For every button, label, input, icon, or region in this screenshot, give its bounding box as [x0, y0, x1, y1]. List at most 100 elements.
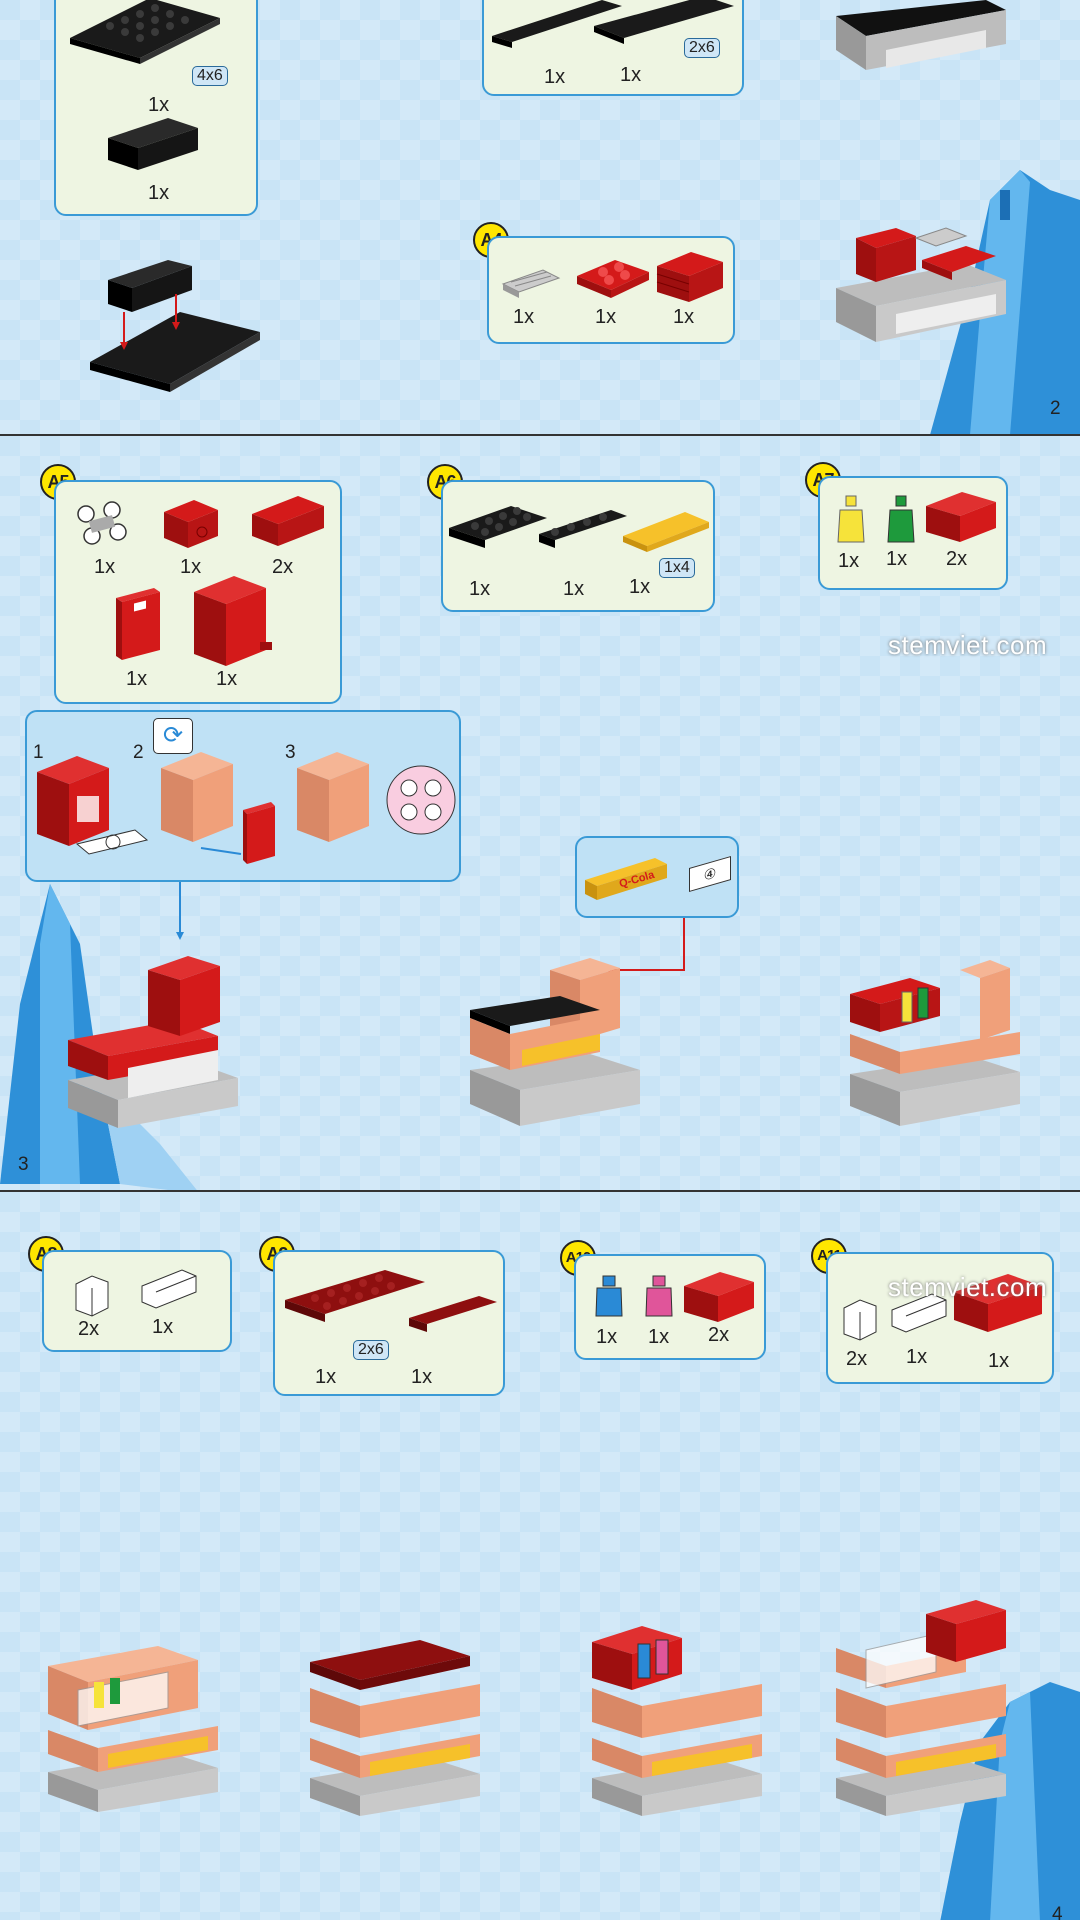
parts-box-a9: 2x6 1x 1x [273, 1250, 505, 1396]
wheel-holder-icon [77, 501, 127, 545]
page-divider [0, 434, 1080, 436]
parts-box-a8: 2x 1x [42, 1250, 232, 1352]
model-step-a10-result [592, 1626, 762, 1816]
part-quantity: 1x [629, 576, 651, 598]
part-quantity: 2x [946, 548, 968, 570]
brick-2x4-red-icon [954, 1274, 1042, 1332]
substep-number: 2 [133, 742, 144, 763]
watermark: stemviet.com [888, 1272, 1048, 1302]
brick-corner-red-icon [684, 1272, 754, 1322]
substep-number: 1 [33, 742, 44, 763]
grille-tile-icon [501, 269, 561, 298]
brick-1x2-red-icon [164, 500, 218, 548]
part-quantity: 1x [315, 1366, 337, 1388]
size-tag: 2x6 [353, 1340, 389, 1360]
plate-4x6-icon [70, 0, 220, 64]
parts-box-left: 4x6 1x 1x [54, 0, 258, 216]
plate-2x4-black-icon [449, 506, 547, 548]
part-quantity: 1x [126, 668, 148, 690]
page-number: 2 [1050, 398, 1061, 419]
plate-1x4-dark-red-icon [409, 1296, 497, 1332]
watermark: stemviet.com [888, 630, 1048, 660]
brick-corner-red-icon [926, 492, 996, 542]
plate-2x6-dark-red-icon [285, 1270, 425, 1322]
part-quantity: 1x [152, 1316, 174, 1338]
part-quantity: 2x [78, 1318, 100, 1340]
part-quantity: 1x [544, 66, 566, 88]
container-box-red-icon [194, 576, 272, 666]
transparent-corner-panel-icon [843, 1299, 877, 1341]
sticker-number-4: ④ [689, 855, 731, 893]
part-quantity: 1x [620, 64, 642, 86]
part-quantity: 2x [272, 556, 294, 578]
assembly-step-plate-brick [90, 260, 260, 392]
part-quantity: 2x [708, 1324, 730, 1346]
part-quantity: 1x [988, 1350, 1010, 1372]
transparent-corner-panel-icon [75, 1275, 109, 1317]
model-step-a7-result [850, 960, 1020, 1126]
parts-box-a6: 1x4 1x 1x 1x [441, 480, 715, 612]
model-step-q-cola [470, 958, 640, 1126]
brick-2x2-red-stacked-icon [656, 252, 723, 302]
plate-1x4-black-icon [539, 510, 627, 548]
salmon-container-wheels [297, 752, 456, 842]
page-2-panel: 4x6 1x 1x 2x6 1x 1x [0, 0, 1080, 434]
part-quantity: 1x [838, 550, 860, 572]
part-quantity: 1x [596, 1326, 618, 1348]
part-quantity: 1x [148, 182, 170, 204]
parts-box-a11: 2x 1x 1x [826, 1252, 1054, 1384]
model-step-a9-result [310, 1640, 480, 1816]
brick-1x2-red-icon [252, 496, 324, 546]
model-step-a11-result [836, 1600, 1006, 1816]
size-tag: 2x6 [684, 38, 720, 58]
part-quantity: 1x [648, 1326, 670, 1348]
connector-line [176, 882, 184, 940]
transparent-wall-panel-icon [891, 1293, 947, 1333]
parts-box-a5: 1x 1x 2x 1x 1x [54, 480, 342, 704]
page-divider [0, 1190, 1080, 1192]
part-quantity: 1x [148, 94, 170, 116]
part-quantity: 1x [513, 306, 535, 328]
page-3-panel: A5 1x 1x 2x [0, 436, 1080, 1190]
parts-box-a10: 1x 1x 2x [574, 1254, 766, 1360]
door-panel-red-icon [116, 588, 160, 660]
part-quantity: 1x [94, 556, 116, 578]
model-base-partial [836, 0, 1006, 70]
part-quantity: 1x [886, 548, 908, 570]
plate-2x6-black-icon [594, 0, 734, 44]
part-quantity: 1x [906, 1346, 928, 1368]
transparent-wall-panel-icon [141, 1269, 197, 1309]
rotate-icon: ⟳ [153, 718, 193, 754]
page-number: 4 [1052, 1904, 1063, 1920]
part-quantity: 1x [411, 1366, 433, 1388]
parts-box-a4: 1x 1x 1x [487, 236, 735, 344]
bottle-yellow-icon [837, 495, 865, 543]
part-quantity: 1x [673, 306, 695, 328]
plate-2x2-red-icon [577, 260, 649, 298]
red-container-with-sticker [37, 756, 149, 855]
bottle-pink-icon [645, 1275, 673, 1317]
substep-number: 3 [285, 742, 296, 763]
size-tag: 4x6 [192, 66, 228, 86]
plate-1x6-black-icon [492, 0, 622, 48]
q-cola-tile-icon: Q-Cola [585, 858, 667, 900]
bottle-blue-icon [595, 1275, 623, 1317]
salmon-container-door [161, 752, 275, 864]
part-quantity: 1x [595, 306, 617, 328]
parts-box-a7: 1x 1x 2x [818, 476, 1008, 590]
tile-1x4-yellow-icon [623, 512, 709, 552]
substep-callout: 1 2 3 ⟳ [25, 710, 461, 882]
page-number: 3 [18, 1154, 29, 1175]
sticker-callout: Q-Cola ④ [575, 836, 739, 918]
size-tag: 1x4 [659, 558, 695, 578]
part-quantity: 1x [180, 556, 202, 578]
model-step-a4-result [836, 227, 1006, 342]
page-4-panel: A8 2x 1x A9 2x6 1x 1x A10 [0, 1192, 1080, 1920]
part-quantity: 1x [563, 578, 585, 600]
parts-box-top-right: 2x6 1x 1x [482, 0, 744, 96]
model-step-a8-result [48, 1646, 218, 1812]
brick-1x4-black-icon [108, 118, 198, 170]
model-step-red-container [68, 956, 238, 1128]
part-quantity: 2x [846, 1348, 868, 1370]
bottle-green-icon [887, 495, 915, 543]
